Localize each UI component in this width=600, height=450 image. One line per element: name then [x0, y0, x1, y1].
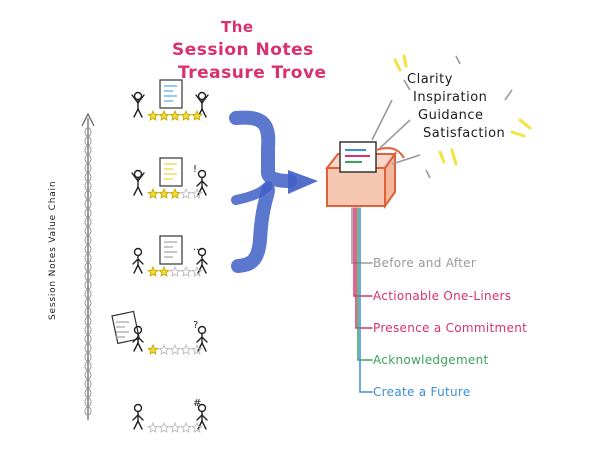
outcome-guidance: Guidance: [418, 108, 484, 123]
blue-bracket-arrow: [236, 118, 318, 266]
star-filled-icon: [170, 111, 180, 120]
star-empty-icon: [159, 423, 169, 432]
document-icon: [160, 80, 182, 108]
ingredient-presence-commitment: Presence a Commitment: [373, 321, 527, 335]
value-level-1: [132, 80, 208, 120]
value-level-5: #: [133, 398, 207, 432]
title-line-2: Session Notes: [172, 40, 314, 60]
star-filled-icon: [159, 111, 169, 120]
ingredient-stem: [360, 208, 372, 392]
value-level-2: !: [132, 158, 207, 198]
outcome-satisfaction: Satisfaction: [423, 126, 505, 141]
value-level-4: ?: [112, 311, 207, 354]
document-icon: [160, 236, 182, 264]
axis-label: Session Notes Value Chain: [48, 190, 58, 320]
star-empty-icon: [181, 267, 191, 276]
figure-annotation: ?: [193, 320, 198, 331]
star-empty-icon: [181, 345, 191, 354]
star-filled-icon: [148, 189, 158, 198]
value-chain-axis: [82, 114, 94, 420]
star-empty-icon: [148, 423, 158, 432]
levels-group: !...? #: [112, 80, 208, 432]
title-line-3: Treasure Trove: [178, 63, 327, 83]
star-filled-icon: [181, 111, 191, 120]
star-filled-icon: [148, 111, 158, 120]
star-empty-icon: [170, 345, 180, 354]
ingredient-before-and-after: Before and After: [373, 256, 476, 270]
star-filled-icon: [170, 189, 180, 198]
ingredient-actionable-one-liners: Actionable One-Liners: [373, 289, 511, 303]
document-icon: [160, 158, 182, 186]
figure-annotation: #: [193, 398, 201, 409]
treasure-chest-icon: [327, 142, 404, 206]
figure-annotation: !: [193, 164, 197, 175]
ingredient-acknowledgement: Acknowledgement: [373, 353, 489, 367]
outcome-clarity: Clarity: [407, 72, 453, 87]
ingredient-stems: [352, 208, 372, 392]
star-filled-icon: [148, 345, 158, 354]
title-line-1: The: [221, 18, 254, 36]
figure-annotation: ...: [193, 242, 203, 253]
star-empty-icon: [170, 267, 180, 276]
star-empty-icon: [159, 345, 169, 354]
star-empty-icon: [181, 423, 191, 432]
star-empty-icon: [181, 189, 191, 198]
star-filled-icon: [148, 267, 158, 276]
outcome-inspiration: Inspiration: [413, 90, 487, 105]
star-filled-icon: [159, 267, 169, 276]
star-filled-icon: [159, 189, 169, 198]
ingredient-stem: [352, 208, 372, 263]
star-empty-icon: [170, 423, 180, 432]
ingredient-create-a-future: Create a Future: [373, 385, 471, 399]
value-level-3: ...: [133, 236, 207, 276]
